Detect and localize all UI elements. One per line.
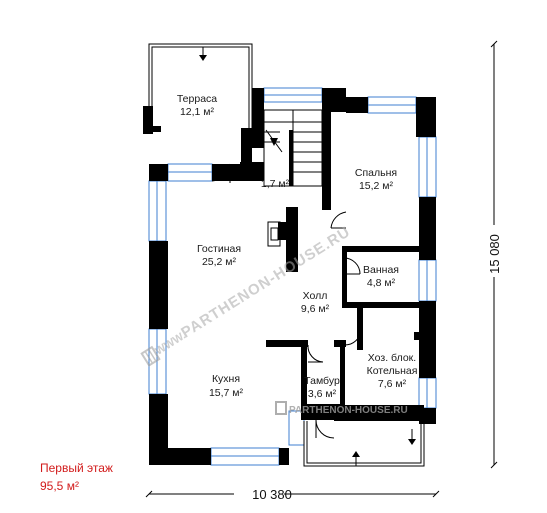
walls bbox=[149, 88, 436, 465]
entry-porch bbox=[303, 421, 425, 467]
terrace-railing bbox=[148, 43, 253, 128]
hall-name: Холл bbox=[303, 290, 328, 302]
watermark-horizontal: PARTHENON-HOUSE.RU bbox=[275, 401, 408, 416]
boiler-equipment bbox=[414, 326, 434, 360]
dimension-width: 10 380 bbox=[252, 487, 292, 502]
vestibule-area: 3,6 м² bbox=[308, 388, 337, 400]
dimension-width-line bbox=[145, 490, 440, 498]
living-name: Гостиная bbox=[197, 243, 241, 255]
stair-area: 1,7 м² bbox=[261, 178, 290, 190]
bedroom-area: 15,2 м² bbox=[359, 180, 394, 192]
vestibule-name: Тамбур bbox=[304, 375, 340, 387]
terrace-name: Терраса bbox=[177, 93, 217, 105]
bathroom-area: 4,8 м² bbox=[367, 277, 396, 289]
utility-area: 7,6 м² bbox=[378, 378, 407, 390]
terrace-walls bbox=[143, 106, 252, 162]
utility-name: Хоз. блок. bbox=[368, 352, 416, 364]
watermark-horizontal-text: PARTHENON-HOUSE.RU bbox=[289, 405, 408, 416]
floor-title: Первый этаж bbox=[40, 461, 113, 475]
hall-area: 9,6 м² bbox=[301, 303, 330, 315]
bedroom-name: Спальня bbox=[355, 167, 397, 179]
watermark-diagonal-text: PARTHENON-HOUSE.RU bbox=[178, 223, 353, 341]
stair-arrow bbox=[270, 130, 293, 186]
dimension-height: 15 080 bbox=[487, 234, 502, 274]
bathroom-name: Ванная bbox=[363, 264, 399, 276]
doors bbox=[211, 163, 362, 439]
kitchen-area: 15,7 м² bbox=[209, 387, 244, 399]
living-area: 25,2 м² bbox=[202, 256, 237, 268]
floor-area: 95,5 м² bbox=[40, 479, 79, 493]
utility-name2: Котельная bbox=[367, 365, 418, 377]
fireplace bbox=[267, 221, 281, 247]
terrace-entry-arrow bbox=[199, 47, 207, 61]
terrace-area: 12,1 м² bbox=[180, 106, 215, 118]
kitchen-name: Кухня bbox=[212, 373, 240, 385]
porch-arrow bbox=[352, 429, 416, 466]
